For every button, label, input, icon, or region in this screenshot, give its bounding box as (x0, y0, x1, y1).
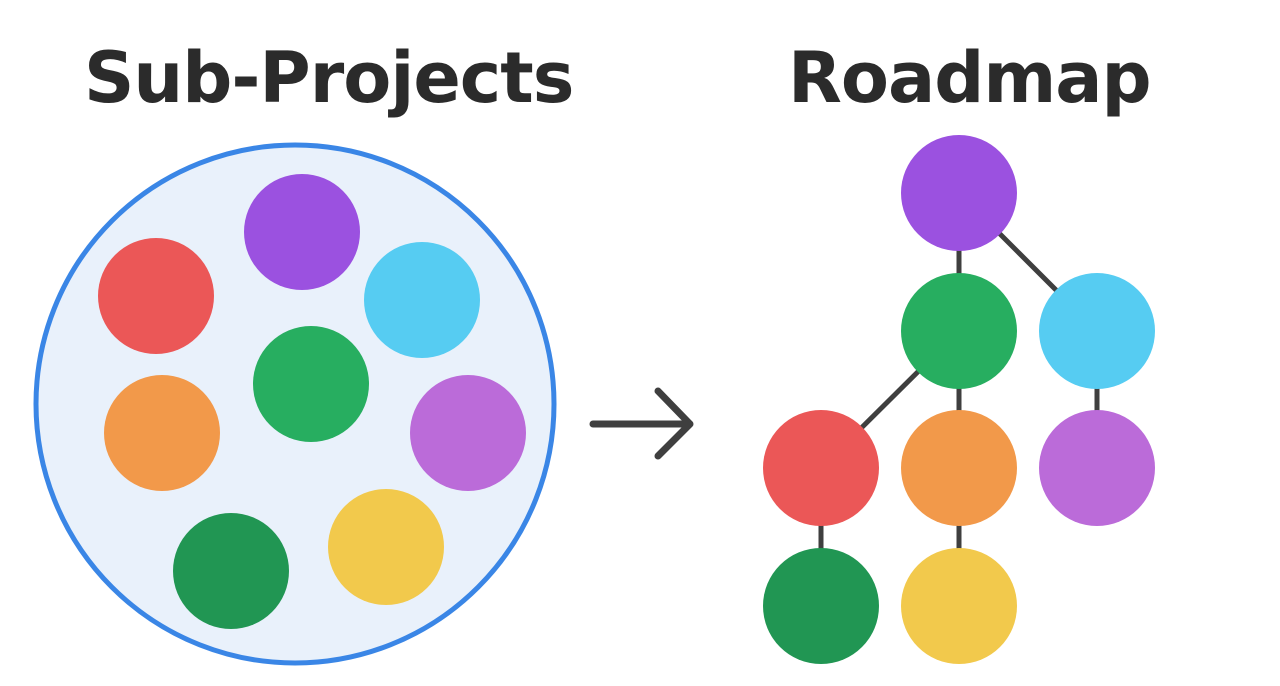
roadmap-node-yellow (901, 548, 1017, 664)
roadmap-node-green (901, 273, 1017, 389)
sub-project-cyan (364, 242, 480, 358)
roadmap-node-red (763, 410, 879, 526)
sub-project-green (253, 326, 369, 442)
sub-project-purple (244, 174, 360, 290)
sub-projects-group (33, 142, 557, 666)
roadmap-node-dark-green (763, 548, 879, 664)
sub-projects-title: Sub-Projects (84, 37, 574, 119)
sub-project-red (98, 238, 214, 354)
roadmap-connectors (818, 191, 1100, 606)
roadmap-title: Roadmap (788, 37, 1152, 119)
sub-project-lilac (410, 375, 526, 491)
roadmap-node-purple (901, 135, 1017, 251)
roadmap-nodes (763, 135, 1155, 664)
arrow-icon (589, 387, 694, 460)
roadmap-node-lilac (1039, 410, 1155, 526)
sub-project-dark-green (173, 513, 289, 629)
sub-project-yellow (328, 489, 444, 605)
sub-project-orange (104, 375, 220, 491)
roadmap-node-cyan (1039, 273, 1155, 389)
roadmap-node-orange (901, 410, 1017, 526)
